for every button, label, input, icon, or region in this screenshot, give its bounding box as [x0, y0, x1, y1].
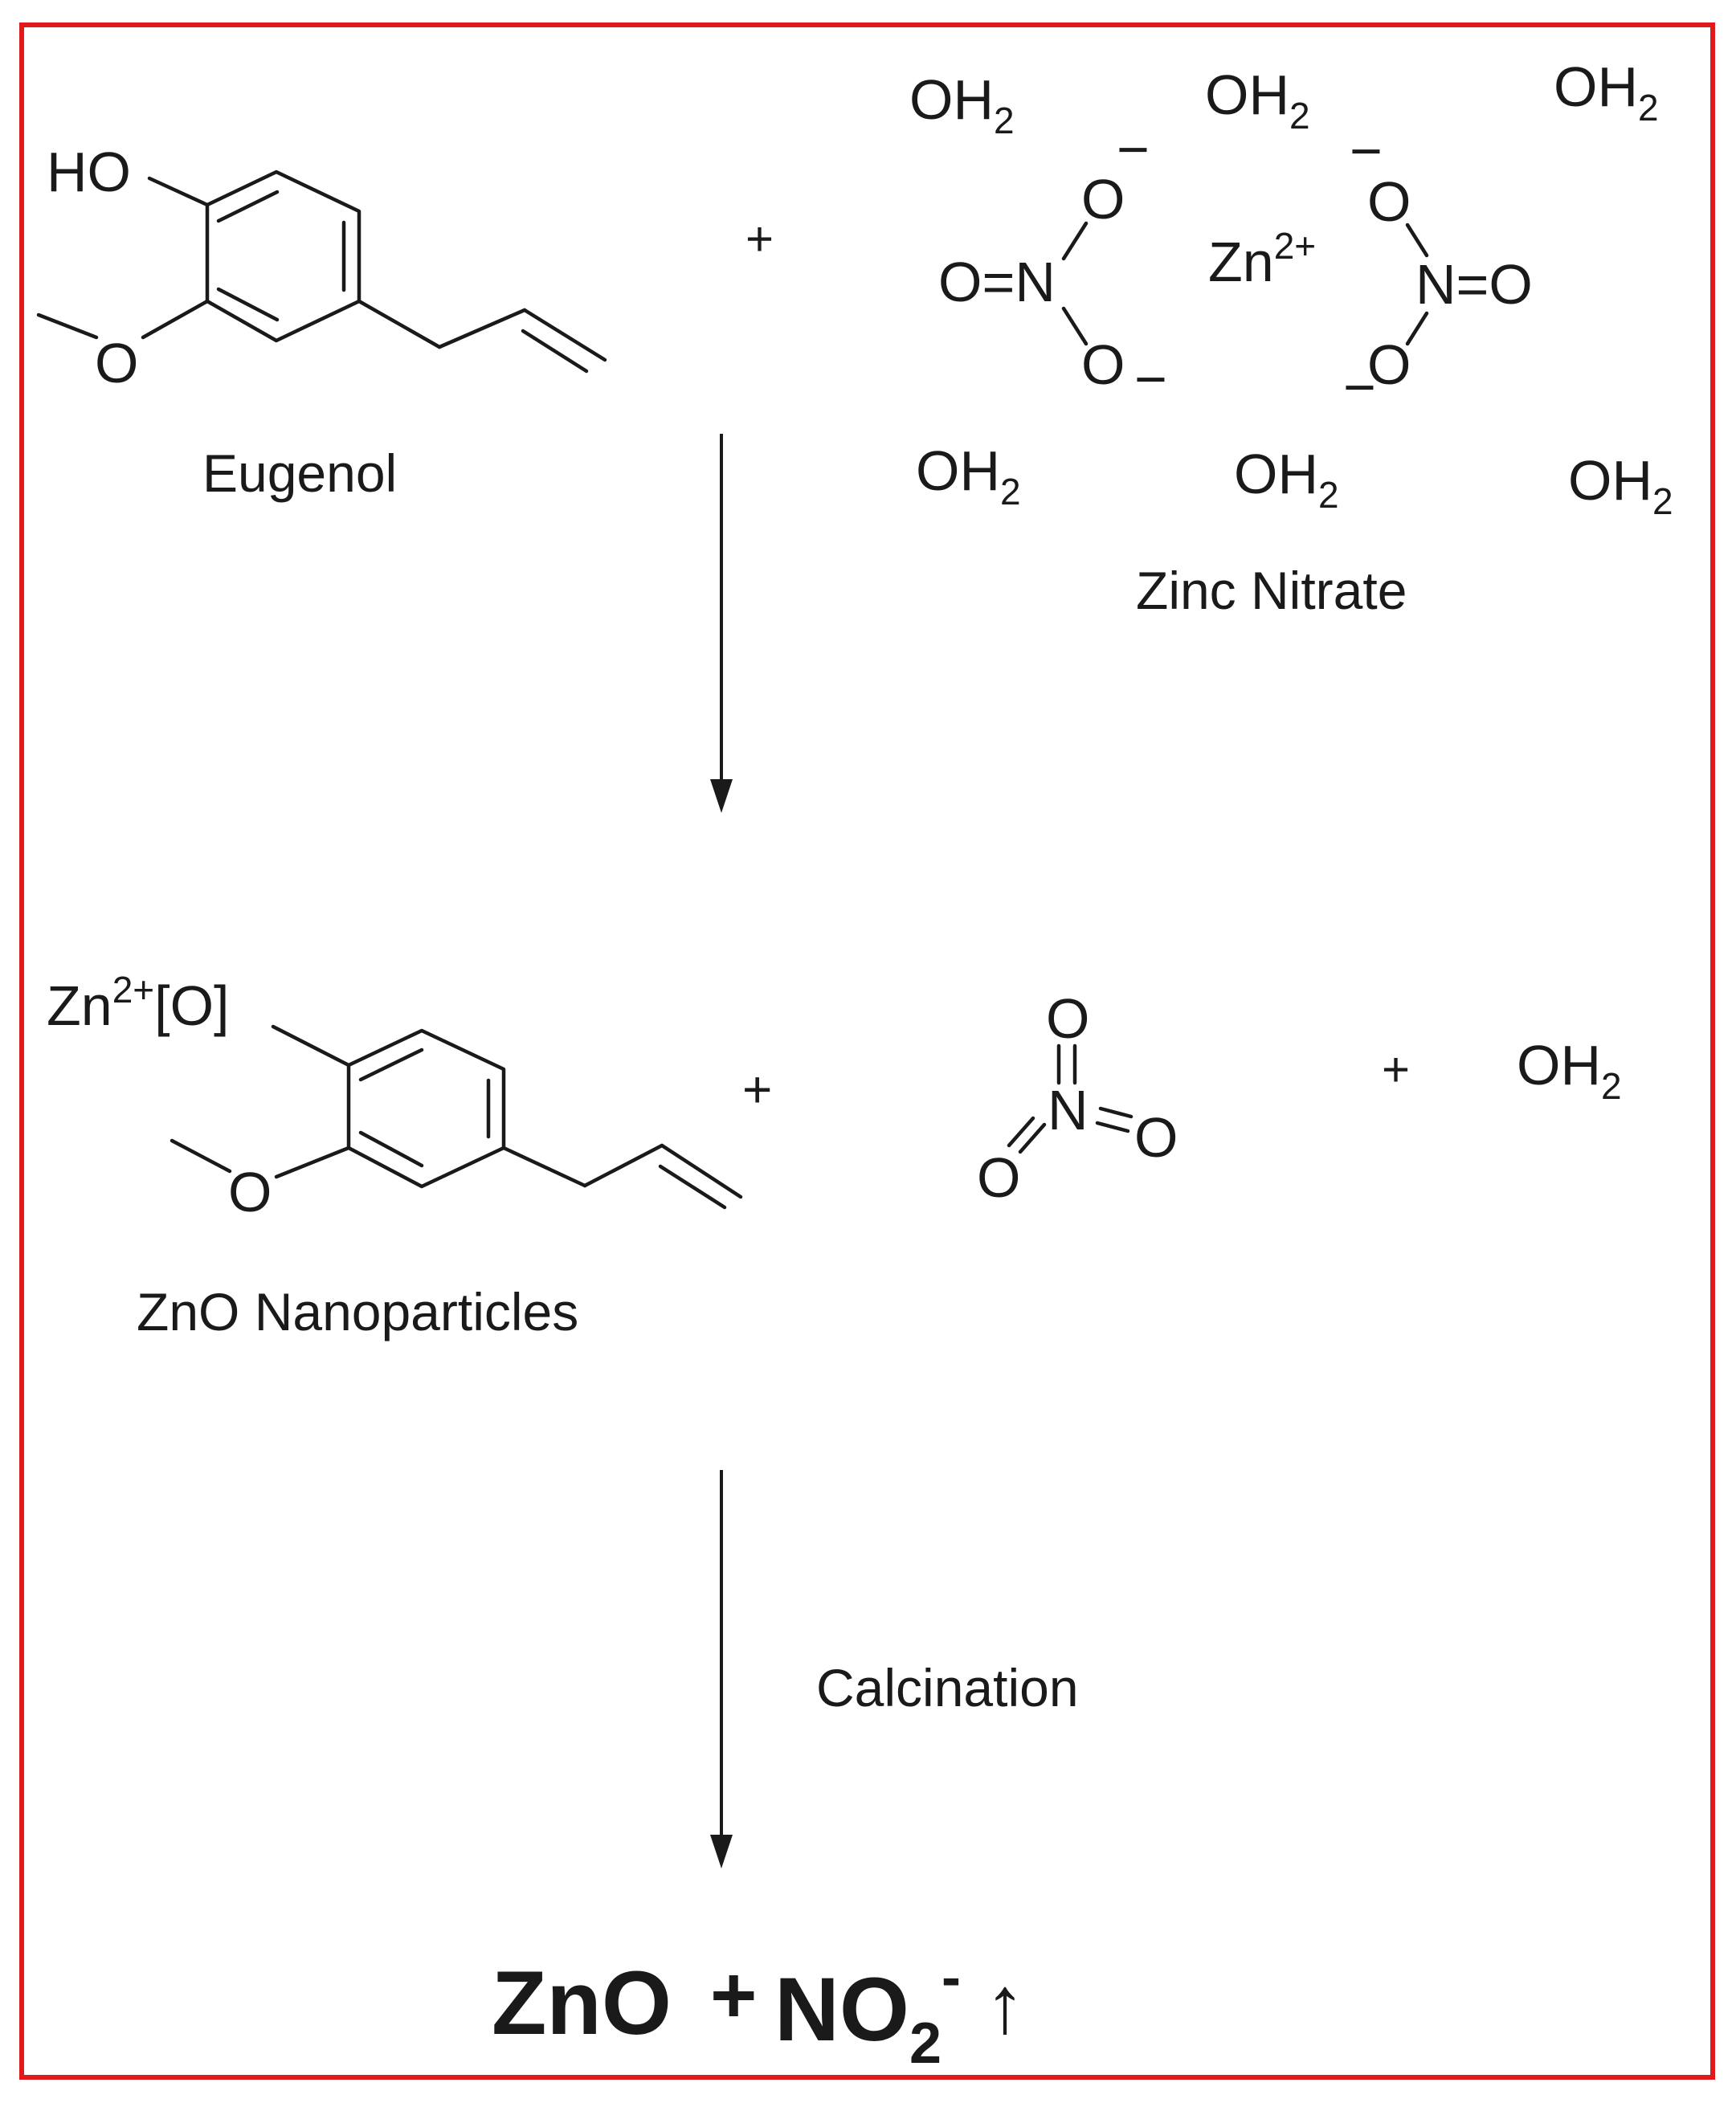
minus-charge: − — [1343, 356, 1376, 419]
zinc-eugenolate-structure: Zn2+[O] O — [47, 969, 743, 1223]
eugenol-methoxy-oxygen: O — [95, 332, 138, 394]
calcination-label: Calcination — [816, 1658, 1079, 1717]
zinc-oxygen-label: Zn2+[O] — [47, 969, 230, 1037]
water-label: OH2 — [916, 439, 1021, 512]
no2-oxygen-left: O — [977, 1146, 1020, 1209]
final-products: ZnO + NO2- ↑ — [492, 1946, 1025, 2076]
reaction-arrow-1 — [710, 434, 733, 813]
eugenol-name: Eugenol — [202, 443, 397, 503]
minus-charge: − — [1134, 348, 1167, 410]
nitrogen-dioxide-structure: O N O O — [977, 987, 1178, 1209]
product-plus-sign: + — [710, 1950, 757, 2040]
reaction-arrow-2 — [710, 1470, 733, 1868]
plus-sign-1: + — [745, 212, 774, 266]
nitrate-oxygen-top: O — [1367, 170, 1411, 233]
frame-border — [19, 22, 1715, 2080]
water-label: OH2 — [1568, 449, 1673, 522]
gas-evolution-arrow: ↑ — [985, 1960, 1025, 2050]
zno-product: ZnO — [492, 1953, 672, 2053]
plus-sign-3: + — [1382, 1043, 1410, 1096]
no2-ion-product: NO2- — [774, 1946, 961, 2076]
right-nitrate-label: N=O — [1415, 253, 1533, 316]
water-label: OH2 — [1554, 55, 1659, 129]
no2-oxygen-top: O — [1046, 987, 1089, 1050]
nitrate-oxygen-top: O — [1081, 168, 1125, 231]
zno-nanoparticles-label: ZnO Nanoparticles — [137, 1282, 578, 1341]
nitrate-oxygen-bottom: O — [1081, 333, 1125, 396]
left-nitrate-label: O=N — [938, 251, 1056, 313]
no2-oxygen-right: O — [1134, 1106, 1178, 1169]
water-product-label: OH2 — [1517, 1034, 1622, 1107]
eugenol-hydroxyl-label: HO — [47, 141, 131, 203]
nitrate-oxygen-bottom: O — [1367, 333, 1411, 396]
zinc-nitrate-name: Zinc Nitrate — [1136, 561, 1407, 620]
zinc-ion-label: Zn2+ — [1208, 225, 1316, 293]
water-label: OH2 — [1205, 63, 1310, 137]
no2-nitrogen: N — [1048, 1079, 1089, 1141]
zinc-nitrate-structure: OH2 OH2 OH2 OH2 OH2 OH2 O − O=N O − Zn2+… — [909, 55, 1673, 522]
water-label: OH2 — [909, 68, 1015, 141]
minus-charge: − — [1350, 120, 1383, 182]
water-label: OH2 — [1234, 443, 1339, 516]
intermediate-methoxy-oxygen: O — [228, 1161, 272, 1223]
eugenol-structure: HO O — [36, 141, 607, 394]
plus-sign-2: + — [742, 1060, 772, 1118]
minus-charge: − — [1117, 118, 1150, 181]
